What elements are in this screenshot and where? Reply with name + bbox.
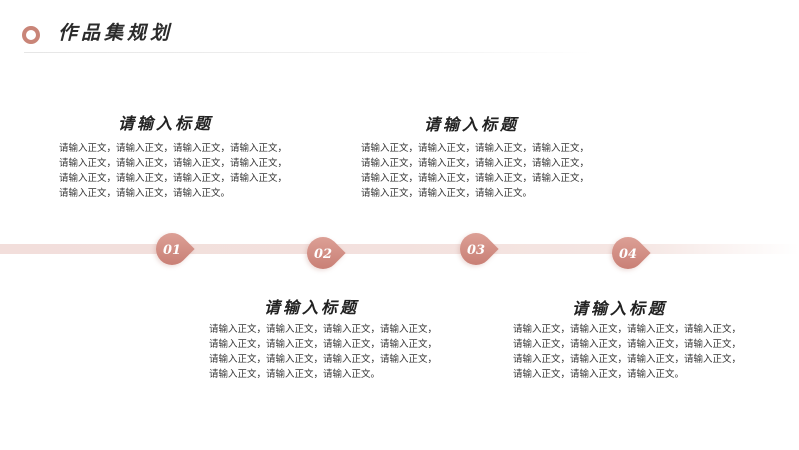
timeline-bar <box>0 244 799 254</box>
step-number-03: 03 <box>466 243 486 258</box>
title-divider <box>24 52 594 53</box>
step-title-03: 请输入标题 <box>424 115 520 134</box>
step-number-04: 04 <box>618 247 638 262</box>
step-title-01: 请输入标题 <box>118 114 214 133</box>
step-number-02: 02 <box>313 247 333 262</box>
page-title: 作品集规划 <box>58 22 174 44</box>
step-body-03: 请输入正文，请输入正文，请输入正文，请输入正文，请输入正文，请输入正文，请输入正… <box>361 143 590 199</box>
step-body-02: 请输入正文，请输入正文，请输入正文，请输入正文，请输入正文，请输入正文，请输入正… <box>209 324 438 380</box>
title-ring-icon <box>22 26 40 44</box>
step-title-02: 请输入标题 <box>264 298 360 317</box>
step-title-04: 请输入标题 <box>572 299 668 318</box>
step-body-04: 请输入正文，请输入正文，请输入正文，请输入正文，请输入正文，请输入正文，请输入正… <box>513 324 742 380</box>
step-body-01: 请输入正文，请输入正文，请输入正文，请输入正文，请输入正文，请输入正文，请输入正… <box>59 143 288 199</box>
step-number-01: 01 <box>162 243 182 258</box>
